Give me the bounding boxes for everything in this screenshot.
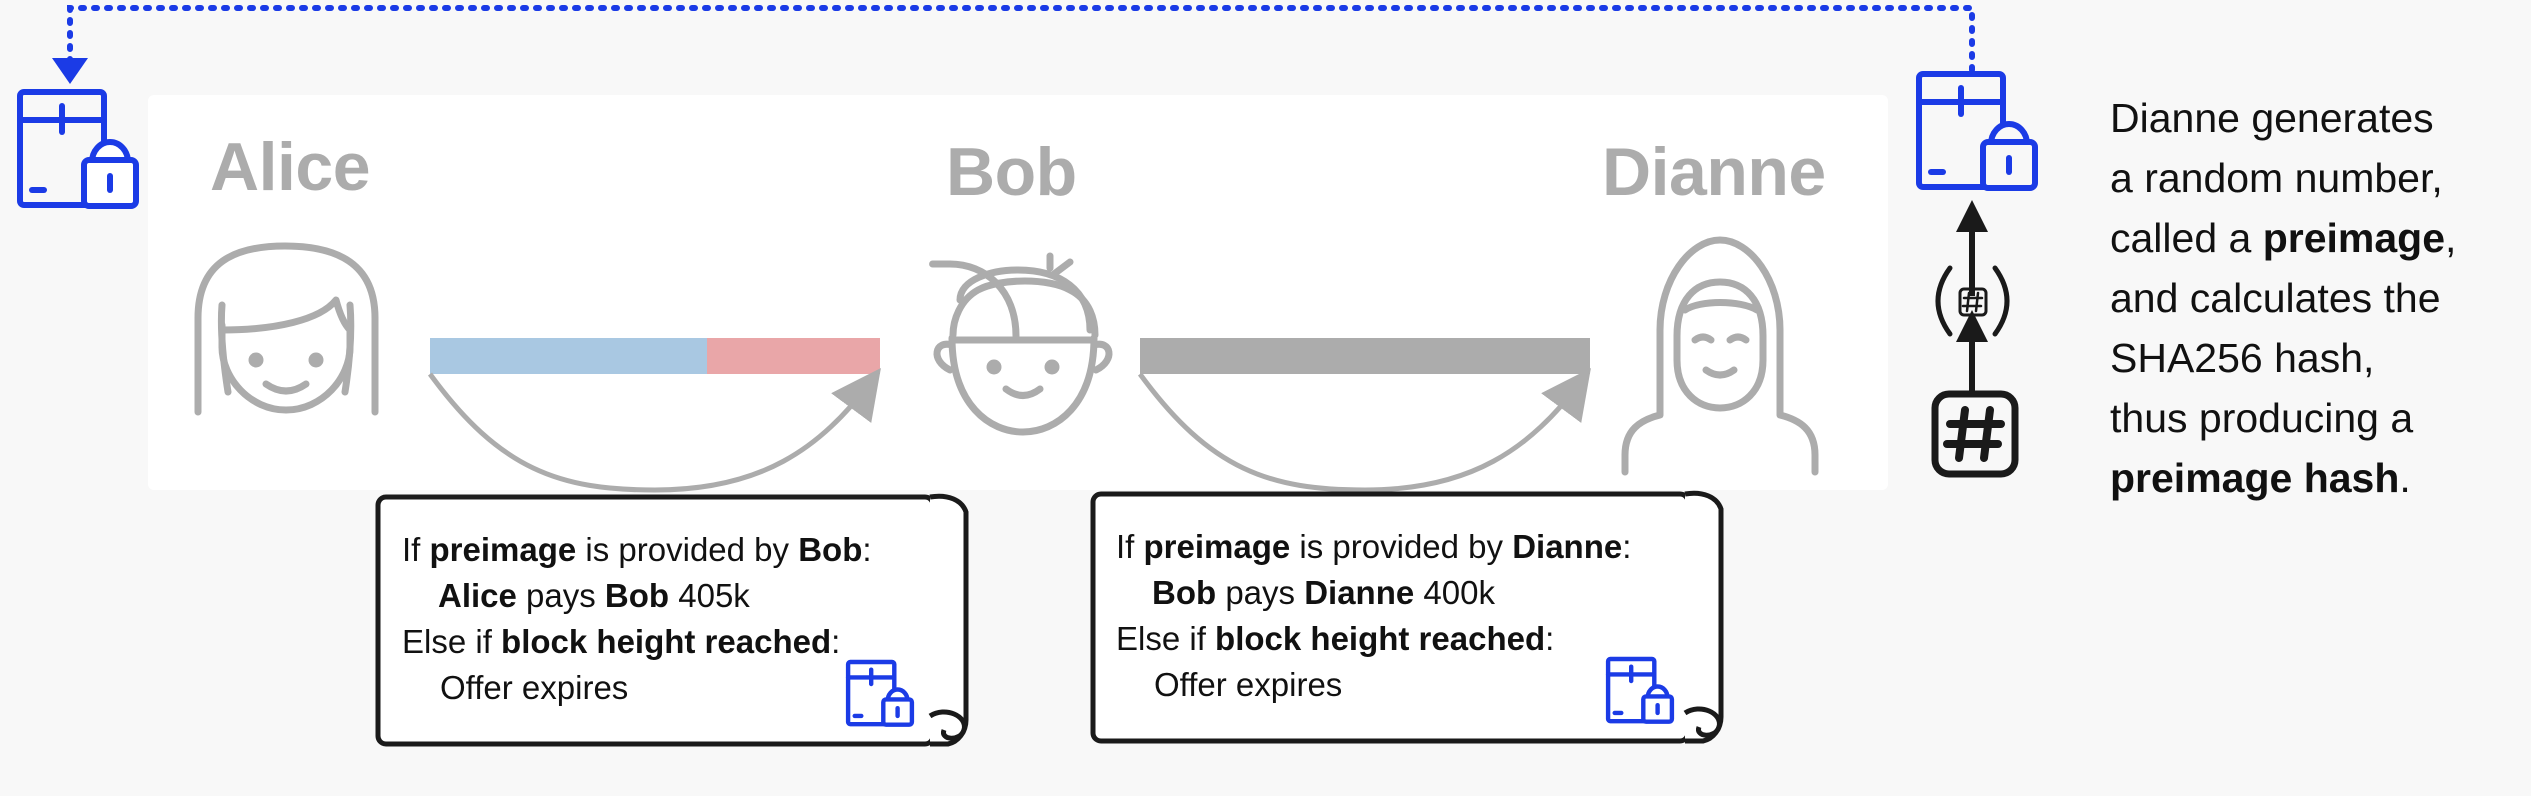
hash-in-parentheses-icon bbox=[1935, 265, 2010, 337]
channel-bob-dianne bbox=[1137, 338, 1591, 493]
alice-avatar bbox=[194, 242, 379, 416]
channel-alice-bob bbox=[427, 338, 881, 493]
hash-icon bbox=[1931, 390, 2019, 478]
dotted-connector bbox=[52, 5, 1975, 84]
channel-panel bbox=[148, 95, 1888, 490]
bob-avatar bbox=[929, 252, 1113, 436]
arrow-up-icon bbox=[1956, 310, 1988, 392]
arrow-up-icon bbox=[1956, 200, 1988, 296]
dianne-avatar bbox=[1621, 236, 1819, 476]
locked-envelope-icon bbox=[1605, 656, 1675, 724]
alice-name: Alice bbox=[210, 129, 371, 205]
alice-balance-bar bbox=[430, 338, 707, 374]
dianne-balance-bar bbox=[1140, 338, 1590, 374]
locked-envelope-icon bbox=[845, 659, 915, 727]
bob-balance-bar bbox=[707, 338, 880, 374]
locked-envelope-icon bbox=[17, 89, 139, 209]
description: Dianne generates a random number, called… bbox=[2110, 95, 2457, 501]
dianne-name: Dianne bbox=[1602, 134, 1826, 210]
locked-envelope-icon bbox=[1916, 71, 2038, 191]
contract-bob-dianne: If preimage is provided by Dianne: Bob p… bbox=[1116, 528, 1632, 703]
scroll-icon bbox=[375, 493, 969, 747]
scroll-icon bbox=[1090, 490, 1724, 744]
contract-alice-bob: If preimage is provided by Bob: Alice pa… bbox=[402, 531, 872, 706]
bob-name: Bob bbox=[946, 134, 1077, 210]
